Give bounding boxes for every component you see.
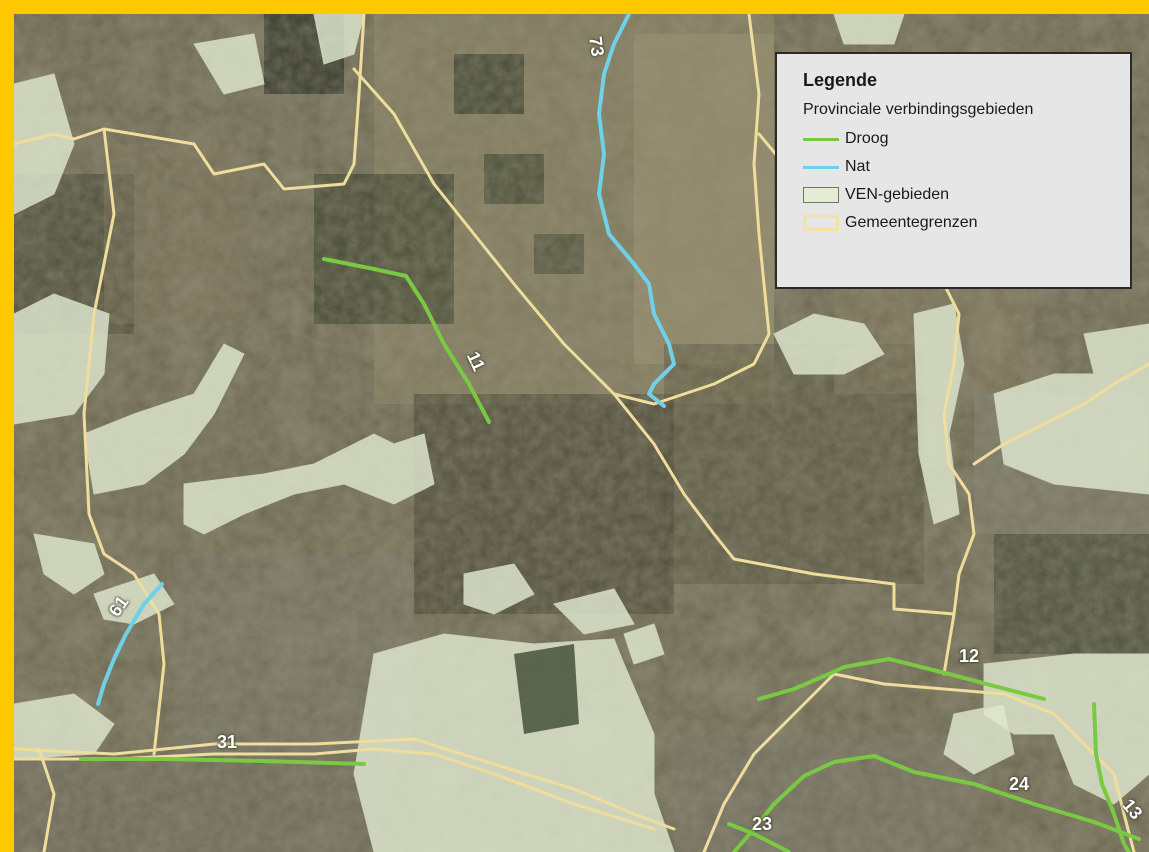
corridor-73-line: [597, 14, 676, 408]
corridor-label-31: 31: [217, 732, 238, 752]
corridor-61-line: [96, 582, 164, 706]
corridor-23-line: [727, 822, 791, 852]
ven-areas: [14, 14, 1149, 852]
legend-item-gemeentegrenzen: Gemeentegrenzen: [803, 209, 1116, 237]
corridor-label-24: 24: [1009, 774, 1030, 794]
corridor-24-line: [772, 754, 1141, 841]
droog-corridors: [79, 257, 1141, 852]
nat-corridors: [96, 14, 676, 706]
droog-line-symbol: [803, 130, 839, 148]
corridor-12-line: [757, 657, 1046, 701]
legend-item-label: Gemeentegrenzen: [845, 214, 978, 231]
corridor-label-12: 12: [959, 646, 980, 666]
corridor-13-line: [1092, 702, 1131, 852]
wetland-strip: [514, 644, 579, 734]
legend-item-ven: VEN-gebieden: [803, 181, 1116, 209]
legend-title: Legende: [803, 70, 878, 90]
legend-subtitle: Provinciale verbindingsgebieden: [803, 101, 1034, 118]
corridor-label-23: 23: [752, 814, 773, 834]
corridor-11-line: [322, 257, 491, 424]
boundary-symbol: [803, 214, 839, 232]
legend-item-nat: Nat: [803, 153, 1116, 181]
corridor-label-73: 73: [585, 35, 608, 58]
map-legend: Legende Provinciale verbindingsgebieden …: [775, 52, 1132, 289]
nat-line-symbol: [803, 158, 839, 176]
corridor-23-line-b: [732, 802, 776, 852]
legend-item-droog: Droog: [803, 125, 1116, 153]
legend-item-label: VEN-gebieden: [845, 186, 950, 203]
legend-item-label: Nat: [845, 158, 870, 175]
aerial-map[interactable]: 73 11 61 31 12 24 23 13 Legende Provinci…: [14, 14, 1149, 852]
municipal-boundaries: [14, 14, 1149, 852]
corridor-31-line: [79, 757, 366, 766]
legend-item-label: Droog: [845, 130, 889, 147]
ven-area-symbol: [803, 186, 839, 204]
